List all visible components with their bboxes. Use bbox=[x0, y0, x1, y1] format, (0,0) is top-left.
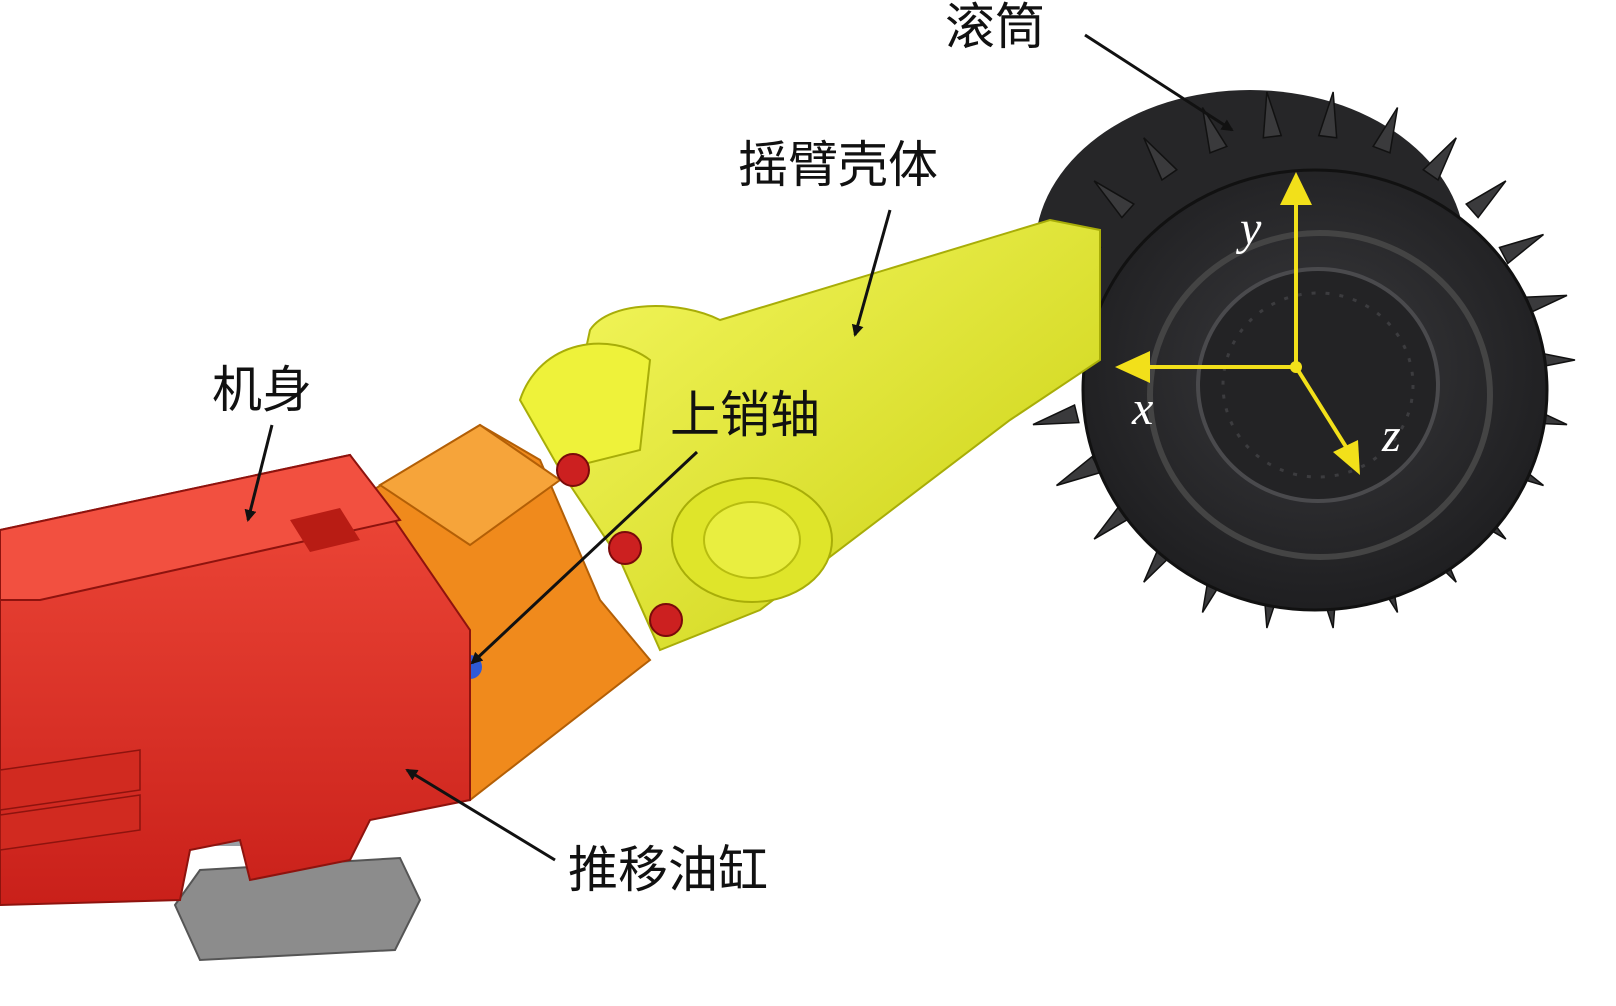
arrow-upper-pin bbox=[470, 450, 699, 665]
axis-x-label: x bbox=[1132, 382, 1154, 435]
drum-pick bbox=[1032, 404, 1080, 426]
drum-hub bbox=[1196, 267, 1440, 503]
drum-hub-inner bbox=[1221, 291, 1415, 479]
pin-cap bbox=[649, 603, 683, 637]
body-top bbox=[0, 453, 402, 601]
body-rib bbox=[0, 749, 141, 811]
arm-housing bbox=[518, 218, 1101, 652]
arm-housing-label: 摇臂壳体 bbox=[738, 136, 938, 194]
drum-pick bbox=[1093, 180, 1135, 219]
body-slot bbox=[290, 508, 360, 552]
push-cylinder-label: 推移油缸 bbox=[568, 841, 768, 899]
pin-cap bbox=[556, 453, 590, 487]
machine-body bbox=[0, 453, 471, 907]
upper-pin-label: 上销轴 bbox=[670, 386, 820, 444]
drum-pick bbox=[1143, 137, 1178, 182]
pin-cap bbox=[608, 531, 642, 565]
arrow-drum bbox=[1084, 33, 1234, 132]
arrow-arm-housing bbox=[851, 209, 892, 337]
axis-y-label: y bbox=[1240, 202, 1262, 255]
machine-body-label: 机身 bbox=[212, 361, 312, 419]
drum-pick bbox=[1201, 107, 1228, 154]
support-shoe bbox=[173, 856, 422, 962]
drum-ring bbox=[1147, 230, 1493, 560]
drum-pick bbox=[1262, 91, 1283, 139]
drum-pick bbox=[1422, 137, 1457, 182]
leader-arrows bbox=[244, 33, 1234, 862]
coordinate-axes bbox=[1115, 172, 1360, 475]
drum-label: 滚筒 bbox=[945, 0, 1045, 56]
drum-pick bbox=[1465, 180, 1507, 219]
axis-origin bbox=[1290, 361, 1302, 373]
arrow-machine-body bbox=[244, 424, 274, 522]
axis-z-line bbox=[1294, 365, 1350, 452]
axis-z-label: z bbox=[1382, 409, 1401, 462]
axis-z-arrowhead bbox=[1333, 440, 1360, 475]
drum-pick bbox=[1372, 107, 1399, 154]
arm-pivot-disc bbox=[703, 501, 801, 579]
drum-pick bbox=[1317, 91, 1338, 139]
axis-x-arrowhead bbox=[1115, 351, 1150, 383]
arrow-push-cylinder bbox=[405, 768, 556, 862]
body-rib bbox=[0, 794, 141, 851]
drum bbox=[1024, 90, 1576, 629]
axis-y-arrowhead bbox=[1280, 172, 1312, 205]
arm-lug-upper bbox=[518, 342, 652, 472]
bracket bbox=[338, 423, 683, 802]
drum-pick bbox=[1498, 233, 1544, 265]
